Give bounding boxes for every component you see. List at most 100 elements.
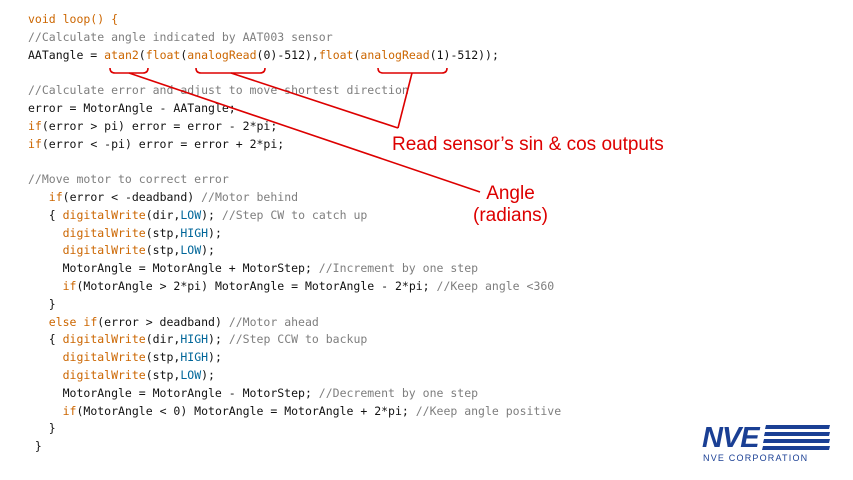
code-line: digitalWrite(stp,LOW); — [28, 242, 561, 260]
code-token: if — [28, 136, 42, 151]
angle-annotation: Angle (radians) — [473, 183, 548, 227]
code-token: ( — [353, 47, 361, 62]
code-token: //Step CW to catch up — [221, 207, 368, 222]
code-token: LOW — [180, 367, 202, 382]
code-token: ); — [201, 367, 215, 382]
code-token: ); — [201, 243, 215, 258]
code-line: //Calculate error and adjust to move sho… — [28, 82, 561, 100]
code-token: atan2 — [104, 47, 139, 62]
leader-atan2-to-angle — [128, 72, 481, 193]
code-token: digitalWrite — [62, 367, 146, 382]
code-line: if(error > pi) error = error - 2*pi; — [28, 118, 561, 136]
code-token: digitalWrite — [62, 225, 146, 240]
code-token: digitalWrite — [62, 243, 146, 258]
code-token: digitalWrite — [62, 332, 146, 347]
code-token: { — [28, 332, 63, 347]
code-token: (MotorAngle > 2*pi) MotorAngle = MotorAn… — [76, 278, 437, 293]
code-token: digitalWrite — [62, 207, 146, 222]
code-token: (dir, — [145, 332, 181, 347]
code-token: if — [28, 118, 42, 133]
code-token: ( — [138, 47, 146, 62]
code-token: //Decrement by one step — [318, 385, 479, 400]
code-token: ); — [201, 207, 222, 222]
code-line: else if(error > deadband) //Motor ahead — [28, 314, 561, 332]
code-token: MotorAngle = MotorAngle + MotorStep; — [28, 261, 319, 276]
code-token: //Increment by one step — [318, 261, 479, 276]
logo-wordmark: NVE — [702, 422, 760, 454]
code-line: if(error < -deadband) //Motor behind — [28, 189, 561, 207]
code-token: digitalWrite — [62, 350, 146, 365]
code-token: else if — [48, 314, 98, 329]
logo-stripes-icon — [762, 425, 830, 450]
code-token: AATangle = — [28, 47, 105, 62]
code-token: (error < -pi) error = error + 2*pi; — [41, 136, 285, 151]
code-token: (error > pi) error = error - 2*pi; — [41, 118, 278, 133]
code-line: //Move motor to correct error — [28, 171, 561, 189]
code-token: LOW — [180, 243, 202, 258]
code-token: ( — [180, 47, 188, 62]
code-token: analogRead — [360, 47, 430, 62]
code-token: HIGH — [180, 225, 209, 240]
angle-annotation-line2: (radians) — [473, 205, 548, 226]
code-line: MotorAngle = MotorAngle - MotorStep; //D… — [28, 385, 561, 403]
code-token: HIGH — [180, 350, 209, 365]
code-token: ); — [208, 332, 229, 347]
code-token: if — [48, 189, 63, 204]
code-token: } — [28, 439, 42, 454]
code-token: (stp, — [145, 367, 181, 382]
code-token: //Motor ahead — [228, 314, 319, 329]
code-line: } — [28, 438, 561, 456]
code-line: } — [28, 420, 561, 438]
code-token: HIGH — [180, 332, 209, 347]
code-token: float — [145, 47, 181, 62]
atan2-bracket — [109, 67, 149, 74]
code-token: //Step CCW to backup — [228, 332, 368, 347]
code-token: ); — [208, 350, 222, 365]
code-token: //Move motor to correct error — [28, 172, 229, 187]
code-line: } — [28, 296, 561, 314]
code-token: } — [28, 296, 56, 311]
code-line: //Calculate angle indicated by AAT003 se… — [28, 29, 561, 47]
nve-logo: NVE NVE CORPORATION — [702, 421, 830, 467]
code-line: MotorAngle = MotorAngle + MotorStep; //I… — [28, 260, 561, 278]
code-token: if — [62, 278, 77, 293]
code-token: //Motor behind — [201, 189, 299, 204]
code-token: analogRead — [187, 47, 257, 62]
code-token: //Keep angle <360 — [436, 278, 555, 293]
code-token: //Calculate angle indicated by AAT003 se… — [28, 29, 333, 44]
code-line: if(error < -pi) error = error + 2*pi; — [28, 136, 561, 154]
logo-corporation-text: NVE CORPORATION — [703, 453, 809, 463]
code-token: (1)-512)); — [429, 47, 499, 62]
analogread-1-bracket — [377, 67, 448, 74]
code-line: if(MotorAngle < 0) MotorAngle = MotorAng… — [28, 403, 562, 421]
code-line: { digitalWrite(dir,LOW); //Step CW to ca… — [28, 207, 561, 225]
code-token: void loop() { — [28, 12, 119, 26]
code-token: float — [318, 47, 354, 62]
code-line: digitalWrite(stp,HIGH); — [28, 225, 561, 243]
code-token: (stp, — [145, 243, 181, 258]
code-line: digitalWrite(stp,LOW); — [28, 367, 561, 385]
code-line: AATangle = atan2(float(analogRead(0)-512… — [28, 47, 561, 65]
code-token: (dir, — [145, 207, 181, 222]
leader-read1-to-label — [397, 72, 413, 129]
code-line: if(MotorAngle > 2*pi) MotorAngle = Motor… — [28, 278, 561, 296]
code-token: (error > deadband) — [97, 314, 229, 329]
code-token: LOW — [180, 207, 202, 222]
code-token: (stp, — [145, 225, 181, 240]
code-line: void loop() { — [28, 11, 561, 29]
code-token: MotorAngle = MotorAngle - MotorStep; — [28, 385, 319, 400]
code-token: (error < -deadband) — [62, 189, 202, 204]
sin-cos-annotation: Read sensor’s sin & cos outputs — [392, 134, 664, 155]
code-token: if — [62, 403, 77, 418]
code-token: ); — [208, 225, 222, 240]
code-line: digitalWrite(stp,HIGH); — [28, 349, 561, 367]
code-token: { — [28, 207, 63, 222]
analogread-0-bracket — [195, 67, 266, 74]
angle-annotation-line1: Angle — [486, 183, 535, 204]
code-token: (stp, — [145, 350, 181, 365]
code-token: //Calculate error and adjust to move sho… — [28, 83, 409, 98]
code-token: (0)-512), — [256, 47, 319, 62]
code-token: (MotorAngle < 0) MotorAngle = MotorAngle… — [76, 403, 416, 418]
code-listing: void loop() { //Calculate angle indicated… — [28, 11, 561, 456]
